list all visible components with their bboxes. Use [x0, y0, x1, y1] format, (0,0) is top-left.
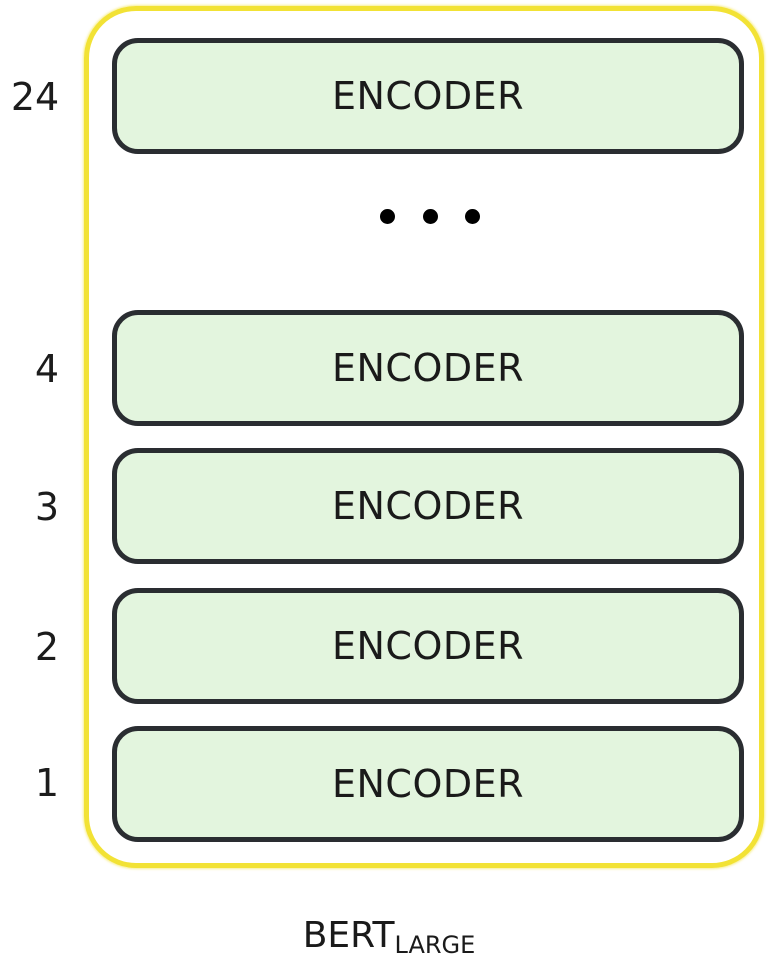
encoder-layer-2: ENCODER: [112, 588, 744, 704]
layer-number-2: 2: [34, 625, 60, 669]
encoder-layer-24: ENCODER: [112, 38, 744, 154]
encoder-layer-3: ENCODER: [112, 448, 744, 564]
encoder-layer-4: ENCODER: [112, 310, 744, 426]
layer-number-1: 1: [34, 761, 60, 805]
caption-subscript: LARGE: [394, 931, 476, 959]
bert-large-container: [84, 6, 764, 868]
ellipsis-dot: [465, 208, 480, 224]
encoder-layer-1: ENCODER: [112, 726, 744, 842]
ellipsis-dot: [422, 208, 438, 224]
layer-number-3: 3: [34, 485, 60, 529]
caption-main: BERT: [302, 915, 395, 956]
layer-number-24: 24: [10, 75, 60, 119]
layer-number-4: 4: [34, 347, 60, 391]
ellipsis-dot: [380, 208, 395, 224]
model-caption: BERTLARGE: [0, 915, 778, 959]
ellipsis-icon: [380, 206, 480, 226]
